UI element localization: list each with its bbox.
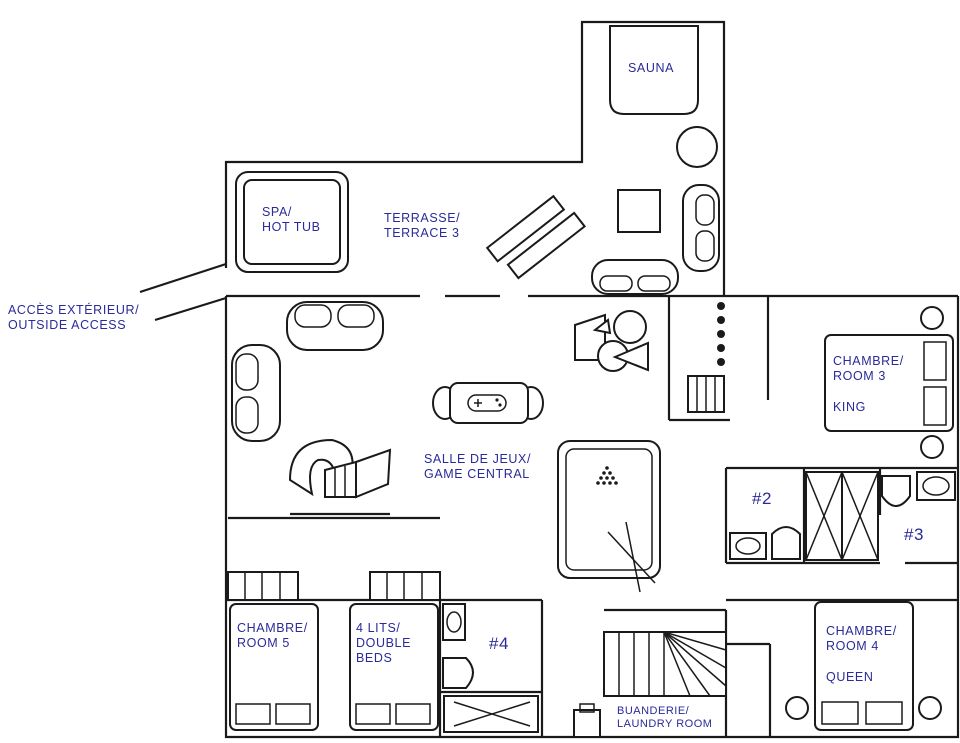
game-room-furniture (231, 301, 661, 593)
laundry-label: BUANDERIE/ LAUNDRY ROOM (617, 705, 712, 731)
sauna-booth (609, 25, 699, 115)
game-table (449, 382, 529, 424)
game-room-sofa-left (231, 344, 281, 442)
double-beds-line2: DOUBLE (356, 636, 412, 650)
double-beds-label: 4 LITS/ DOUBLE BEDS (356, 621, 411, 666)
bath2-fixtures (729, 526, 801, 560)
double-beds-line1: 4 LITS/ (356, 621, 401, 635)
bath2-label: #2 (752, 489, 772, 508)
laundry-line2: LAUNDRY ROOM (617, 718, 713, 730)
laundry-line1: BUANDERIE/ (617, 705, 690, 717)
bath4-fixtures (442, 603, 539, 733)
room5-line2: ROOM 5 (237, 636, 290, 650)
room5-line1: CHAMBRE/ (237, 621, 308, 635)
sauna-label: SAUNA (628, 61, 675, 75)
room3-label: CHAMBRE/ ROOM 3 (833, 354, 904, 384)
pool-table (557, 440, 661, 579)
room4-line1: CHAMBRE/ (826, 624, 897, 638)
room3-line1: CHAMBRE/ (833, 354, 904, 368)
room5-furniture (227, 571, 319, 731)
stairs-upper (687, 302, 725, 413)
double-beds-line3: BEDS (356, 651, 393, 665)
room3-bed-label: KING (833, 400, 866, 414)
terrace-round-table (676, 126, 718, 168)
terrace-sofa-bottom (591, 259, 679, 295)
terrace-square-table (617, 189, 661, 233)
room4-furniture (785, 601, 942, 731)
lounge-chairs (485, 194, 587, 280)
room3-furniture (824, 306, 954, 459)
room4-line2: ROOM 4 (826, 639, 879, 653)
room4-label: CHAMBRE/ ROOM 4 (826, 624, 897, 654)
room3-line2: ROOM 3 (833, 369, 886, 383)
terrace-label: TERRASSE/ TERRACE 3 (384, 211, 460, 241)
outside-access-label: ACCÈS EXTÉRIEUR/ OUTSIDE ACCESS (8, 303, 139, 333)
pool-balls (596, 466, 618, 485)
terrace-furniture (235, 25, 720, 295)
queen-bed (814, 601, 914, 731)
game-room-sofa-top (286, 301, 384, 351)
room4-bed-label: QUEEN (826, 670, 874, 684)
spa-label-line1: SPA/ (262, 205, 292, 219)
terrace-label-line2: TERRACE 3 (384, 226, 460, 240)
outside-access-line1: ACCÈS EXTÉRIEUR/ (8, 303, 140, 317)
game-room-label: SALLE DE JEUX/ GAME CENTRAL (424, 452, 531, 482)
game-room-line1: SALLE DE JEUX/ (424, 452, 532, 466)
terrace-sofa-right (682, 184, 720, 272)
king-bed (824, 334, 954, 432)
outside-access-line2: OUTSIDE ACCESS (8, 318, 127, 332)
bath3-fixtures (881, 471, 956, 507)
laundry-stairs (573, 631, 727, 738)
spa-label-line2: HOT TUB (262, 220, 321, 234)
bath3-label: #3 (904, 525, 924, 544)
room5-bed (229, 603, 319, 731)
room5-label: CHAMBRE/ ROOM 5 (237, 621, 308, 651)
closets (805, 471, 879, 561)
double-beds-furniture (349, 571, 441, 731)
terrace-label-line1: TERRASSE/ (384, 211, 461, 225)
spa-label: SPA/ HOT TUB (262, 205, 321, 235)
bath4-label: #4 (489, 634, 509, 653)
game-room-line2: GAME CENTRAL (424, 467, 530, 481)
double-bed (349, 603, 439, 731)
